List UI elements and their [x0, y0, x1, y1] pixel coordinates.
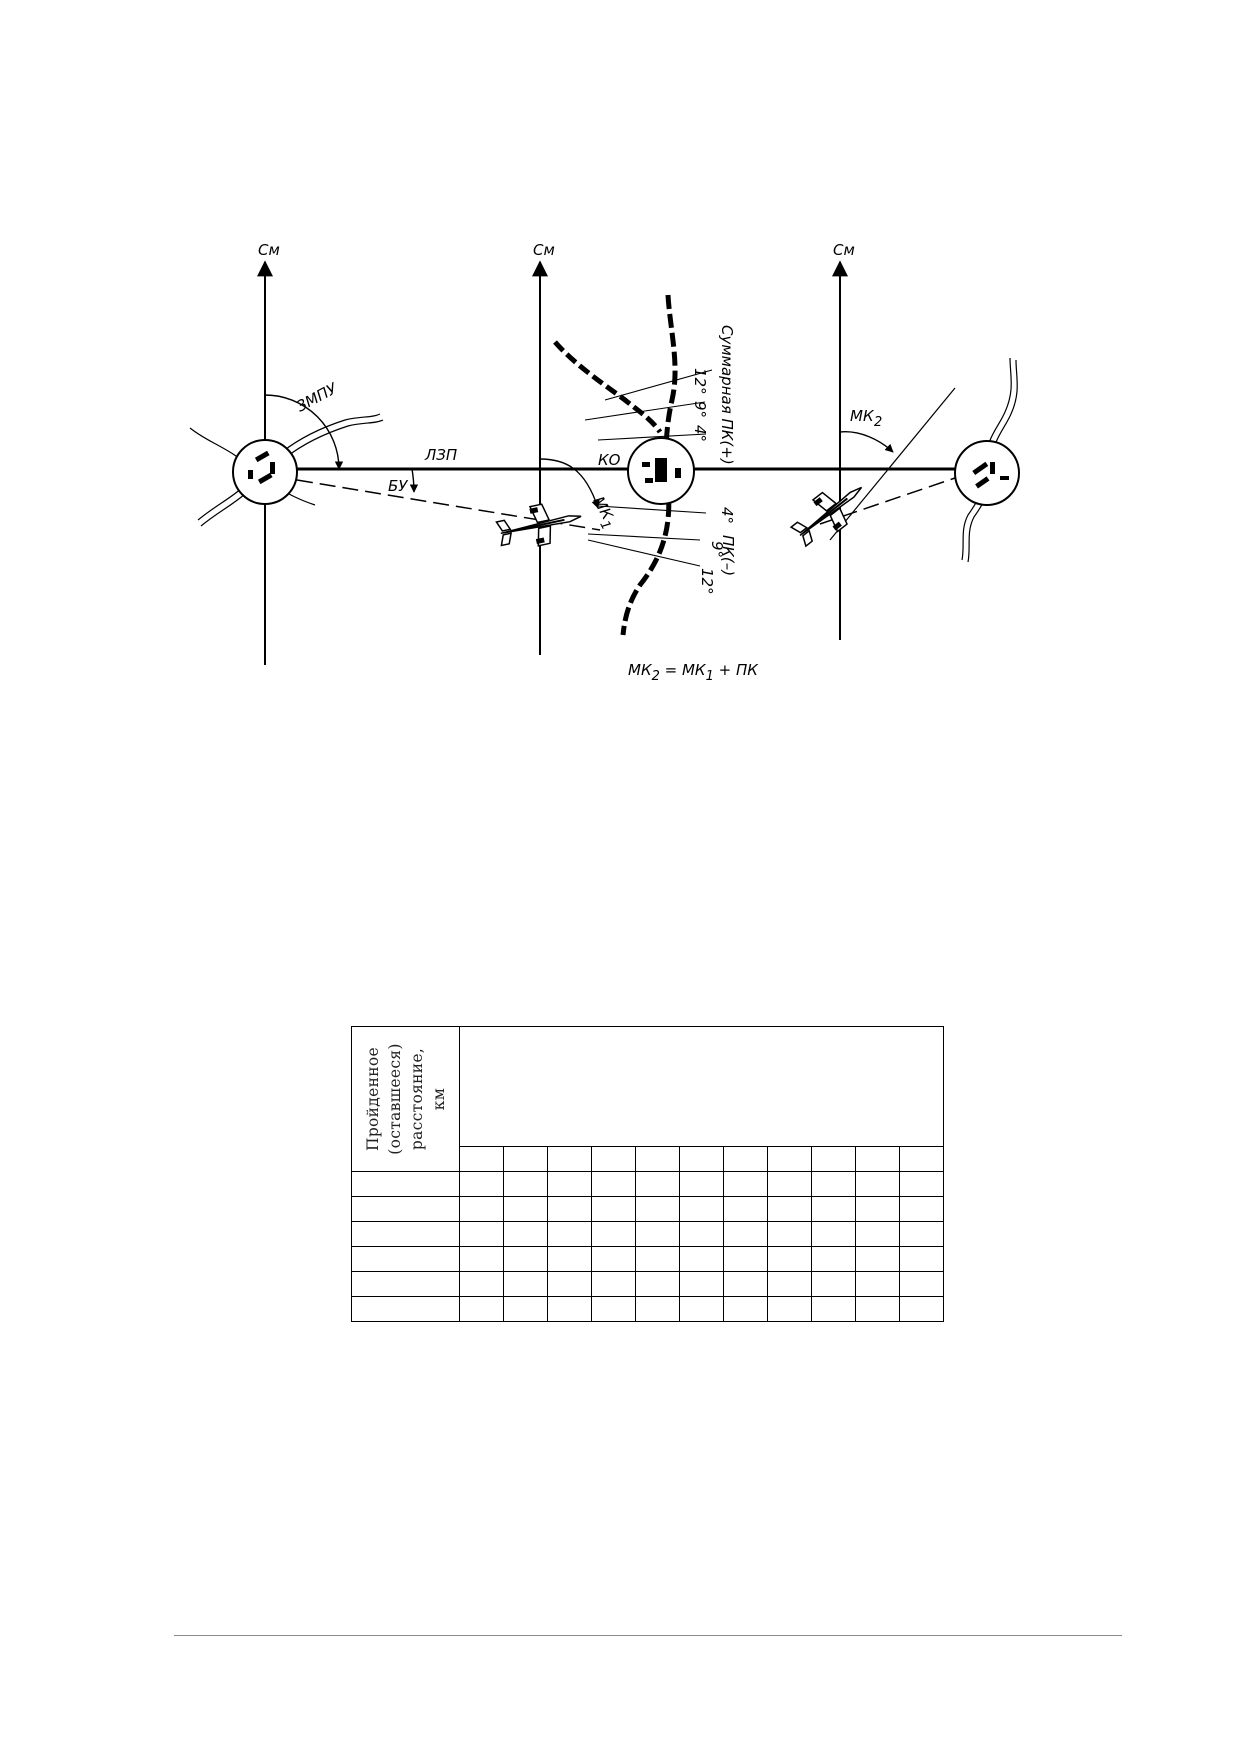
- formula: МК2 = МК1 + ПК: [628, 661, 759, 684]
- label-mk2-sub: 2: [874, 415, 882, 430]
- aircraft-2-icon: [789, 486, 863, 548]
- table-header-blank: [459, 1026, 944, 1147]
- table-row: [351, 1271, 944, 1297]
- label-pk-minus: ПК(–): [719, 535, 737, 576]
- table-row: [351, 1196, 944, 1222]
- label-sum-pk: Суммарная ПК(+): [718, 325, 736, 465]
- angle-arcs: [264, 394, 894, 509]
- footer-divider: [174, 1635, 1122, 1636]
- town-end: [954, 440, 1020, 506]
- svg-text:9°: 9°: [708, 541, 726, 558]
- table-row: [351, 1246, 944, 1272]
- table-subheader-row: [352, 1146, 944, 1172]
- town-start: [232, 439, 298, 505]
- north-label-2: См: [533, 241, 555, 259]
- svg-text:4°: 4°: [718, 507, 736, 524]
- label-mk2: МК: [850, 407, 875, 425]
- svg-text:12°: 12°: [691, 368, 709, 395]
- label-bu: БУ: [388, 477, 408, 495]
- label-lzp: ЛЗП: [424, 446, 457, 464]
- svg-text:МК2 = МК1 + ПК: МК2 = МК1 + ПК: [628, 661, 759, 684]
- meridian-lines: [257, 260, 848, 665]
- table-row: [351, 1221, 944, 1247]
- upper-degree-labels: 12° 9° 4°: [691, 368, 709, 442]
- svg-text:12°: 12°: [698, 568, 716, 595]
- svg-text:9°: 9°: [691, 401, 709, 418]
- table-row: [351, 1171, 944, 1197]
- correction-lines-upper: [584, 369, 713, 441]
- svg-text:4°: 4°: [691, 425, 709, 442]
- correction-lines-lower: [587, 505, 707, 567]
- label-zmpu: ЗМПУ: [293, 379, 340, 415]
- lower-degree-labels: 4° 9° 12°: [698, 507, 736, 595]
- navigation-diagram: См См См: [189, 241, 1020, 684]
- town-checkpoint: [627, 437, 695, 505]
- table-header-text: Пройденное (оставшееся) расстояние, км: [363, 1043, 448, 1155]
- north-label-3: См: [833, 241, 855, 259]
- table-row: [351, 1296, 944, 1322]
- table-header-cell: Пройденное (оставшееся) расстояние, км: [351, 1026, 460, 1172]
- heading-line: [829, 387, 956, 541]
- aircraft-1-icon: [495, 503, 582, 547]
- distance-table: Пройденное (оставшееся) расстояние, км: [351, 1026, 944, 1322]
- label-ko: КО: [598, 451, 621, 469]
- north-label-1: См: [258, 241, 280, 259]
